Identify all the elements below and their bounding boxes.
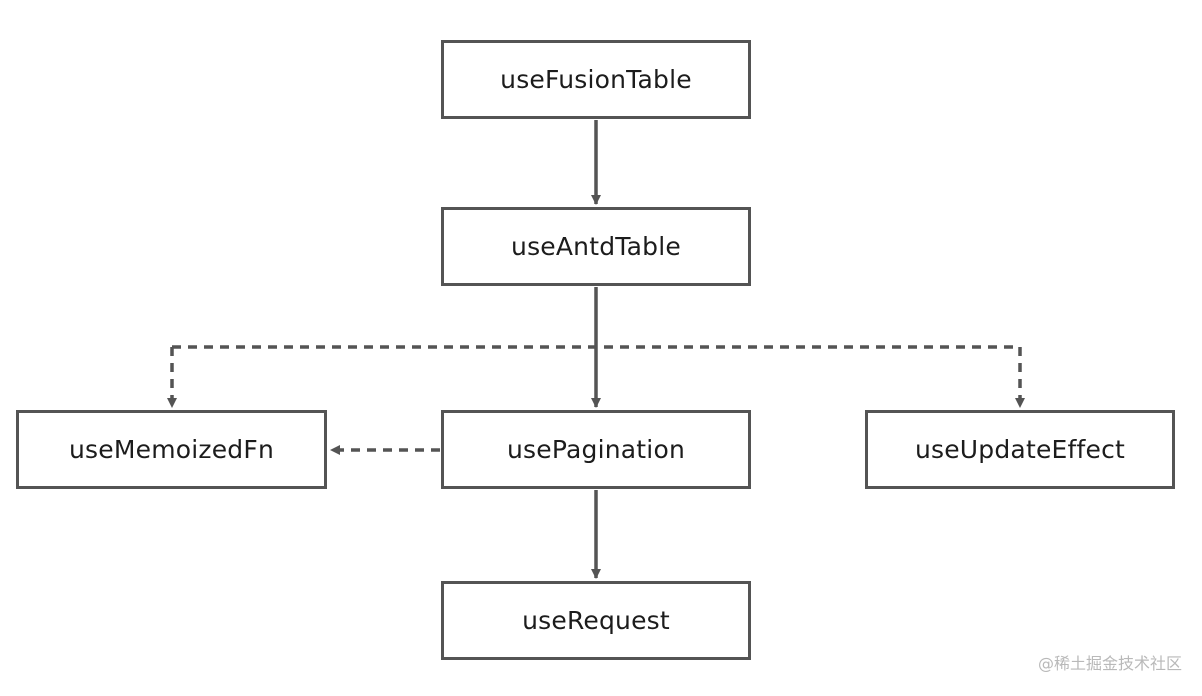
node-use-request: useRequest <box>441 581 751 660</box>
node-label: usePagination <box>507 435 685 464</box>
node-label: useFusionTable <box>500 65 692 94</box>
node-label: useAntdTable <box>511 232 681 261</box>
node-use-update-effect: useUpdateEffect <box>865 410 1175 489</box>
node-use-memoized-fn: useMemoizedFn <box>16 410 327 489</box>
node-use-antd-table: useAntdTable <box>441 207 751 286</box>
node-use-fusion-table: useFusionTable <box>441 40 751 119</box>
node-use-pagination: usePagination <box>441 410 751 489</box>
node-label: useMemoizedFn <box>69 435 274 464</box>
node-label: useUpdateEffect <box>914 435 1126 464</box>
node-label: useRequest <box>522 606 670 635</box>
watermark: @稀土掘金技术社区 <box>1037 654 1182 673</box>
